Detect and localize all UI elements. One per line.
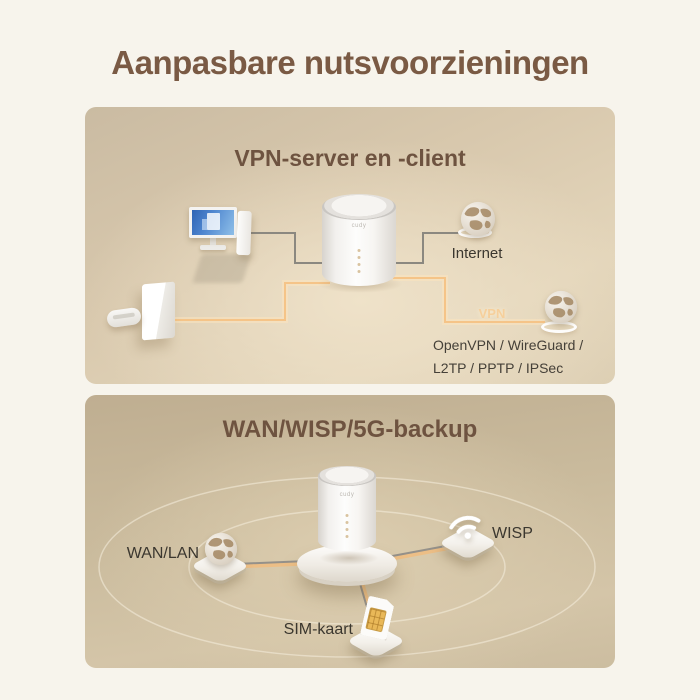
router-device: cudy	[318, 466, 376, 551]
vpn-protocols-line2: L2TP / PPTP / IPSec	[433, 360, 564, 376]
backup-connection-lines	[98, 476, 596, 658]
backup-panel-title: WAN/WISP/5G-backup	[222, 416, 478, 443]
vpn-panel: VPN-server en -client cudy	[85, 107, 615, 384]
vpn-panel-title: VPN-server en -client	[234, 145, 466, 171]
internet-globe-icon	[460, 201, 496, 237]
router-led-indicators	[357, 249, 361, 273]
monitor-base	[200, 245, 226, 250]
internet-label: Internet	[451, 245, 503, 262]
router-platform	[297, 545, 397, 582]
router-antenna-top	[322, 194, 396, 220]
monitor-screen	[189, 207, 237, 238]
vpn-line-tag: VPN	[478, 306, 506, 321]
router-led-indicators	[345, 514, 349, 538]
wan-label: WAN/LAN	[126, 545, 199, 562]
router2-shadow	[319, 551, 379, 565]
vpn-protocols-label: OpenVPN / WireGuard / L2TP / PPTP / IPSe…	[433, 334, 583, 380]
vpn-connection-lines	[175, 232, 545, 325]
game-console-icon	[142, 281, 175, 341]
router-brand-logo: cudy	[351, 223, 367, 229]
wifi-signal-icon	[449, 515, 481, 539]
router-body: cudy	[318, 475, 376, 551]
backup-panel: WAN/WISP/5G-backup cudy WAN/LAN	[85, 395, 615, 668]
mini-pc-icon	[236, 210, 252, 256]
router-antenna-top	[318, 466, 376, 486]
router-brand-logo: cudy	[339, 492, 355, 498]
vpn-globe-icon	[544, 290, 578, 324]
vpn-protocols-line1: OpenVPN / WireGuard /	[433, 337, 584, 353]
wan-globe-icon	[204, 532, 238, 566]
desktop-computer-icon	[189, 207, 237, 250]
sim-label: SIM-kaart	[283, 621, 353, 638]
monitor-stand	[210, 238, 216, 245]
page-title: Aanpasbare nutsvoorzieningen	[111, 44, 589, 81]
sim-gold-contacts	[365, 607, 387, 632]
monitor-reflection	[192, 254, 252, 283]
router-device: cudy	[322, 194, 396, 286]
wisp-label: WISP	[492, 525, 533, 542]
